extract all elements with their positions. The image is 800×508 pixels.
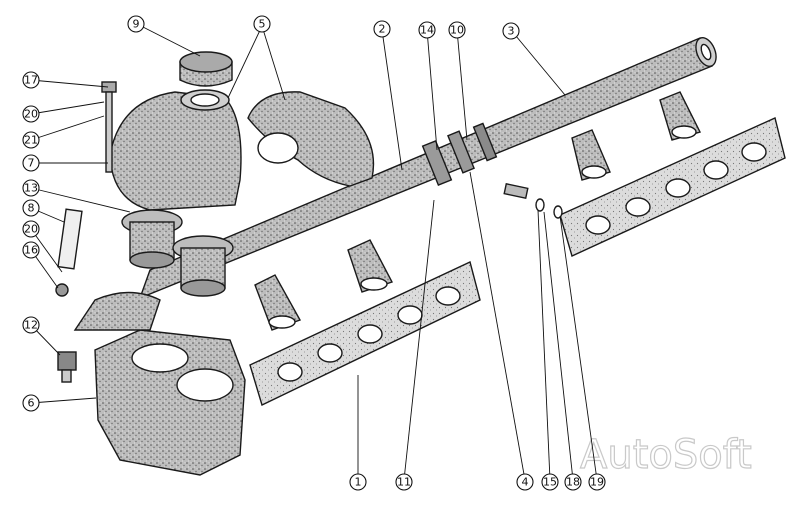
callout-1-label: 1 (355, 476, 362, 489)
callout-9-label: 9 (133, 18, 140, 31)
leader-19 (559, 215, 598, 481)
callout-21: 21 (22, 131, 40, 149)
callout-10-label: 10 (450, 24, 464, 37)
callout-15: 15 (541, 473, 559, 491)
leader-17 (30, 79, 109, 88)
leader-14 (426, 29, 438, 151)
gasket-lower (249, 261, 481, 406)
leader-5a (227, 25, 263, 99)
callout-15-label: 15 (543, 476, 557, 489)
pipe-branch-middle (347, 239, 394, 293)
leader-10 (456, 29, 468, 141)
leader-11 (403, 199, 435, 481)
thermostat-housing (73, 291, 246, 476)
callout-20b-label: 20 (24, 223, 38, 236)
leader-15 (537, 209, 551, 481)
leader-lines (30, 25, 598, 481)
callout-20a-label: 20 (24, 108, 38, 121)
leader-13 (30, 187, 131, 213)
callout-21-label: 21 (24, 134, 38, 147)
callout-11-label: 11 (397, 476, 411, 489)
washer-19 (553, 205, 563, 219)
callout-17: 17 (22, 71, 40, 89)
callout-11: 11 (395, 473, 413, 491)
callout-12: 12 (22, 316, 40, 334)
callout-13: 13 (22, 179, 40, 197)
filler-cap (179, 51, 233, 87)
gasket-upper (559, 117, 786, 257)
leader-18 (543, 211, 574, 481)
leader-2 (381, 29, 403, 171)
callout-14-label: 14 (420, 24, 434, 37)
leader-4 (469, 171, 526, 481)
callout-18-label: 18 (566, 476, 580, 489)
callout-20b: 20 (22, 220, 40, 238)
bolt-4 (503, 182, 529, 200)
coolant-pipe (138, 36, 717, 300)
callout-20a: 20 (22, 105, 40, 123)
callout-7: 7 (22, 154, 40, 172)
callout-4: 4 (516, 473, 534, 491)
callout-19-label: 19 (590, 476, 604, 489)
callout-3-label: 3 (508, 25, 515, 38)
leader-20b (30, 228, 63, 273)
callout-8: 8 (22, 199, 40, 217)
callout-16-label: 16 (24, 244, 38, 257)
callout-17-label: 17 (24, 74, 38, 87)
callout-6-label: 6 (28, 397, 35, 410)
thermostat-lower (172, 235, 234, 297)
callout-3: 3 (502, 22, 520, 40)
callout-10: 10 (448, 21, 466, 39)
pipe-branch-right-2 (659, 91, 702, 141)
callout-5-label: 5 (259, 18, 266, 31)
callout-12-label: 12 (24, 319, 38, 332)
leader-21 (30, 115, 105, 141)
callout-5: 5 (253, 15, 271, 33)
elbow-pipe (247, 91, 375, 187)
drain-plug-12 (57, 351, 77, 383)
bypass-hose (57, 208, 83, 270)
leader-20a (30, 101, 105, 115)
callout-1: 1 (349, 473, 367, 491)
callout-19: 19 (588, 473, 606, 491)
callout-6: 6 (22, 394, 40, 412)
pipe-branch-right-1 (571, 129, 611, 181)
watermark-text: AutoSoft (580, 432, 752, 478)
callout-2: 2 (373, 20, 391, 38)
leader-3 (510, 29, 566, 96)
thermostat-upper (121, 209, 183, 269)
leader-6 (30, 397, 97, 404)
callout-18: 18 (564, 473, 582, 491)
callout-2-label: 2 (379, 23, 386, 36)
bolt-17 (101, 81, 117, 173)
callout-8-label: 8 (28, 202, 35, 215)
callout-14: 14 (418, 21, 436, 39)
pipe-branch-left (254, 274, 302, 331)
callout-16: 16 (22, 241, 40, 259)
thermostat-cover (109, 89, 242, 211)
washer-15 (535, 198, 545, 212)
callout-4-label: 4 (522, 476, 529, 489)
leader-5b (261, 25, 286, 101)
callout-7-label: 7 (28, 157, 35, 170)
plug-16 (55, 283, 69, 297)
callout-13-label: 13 (24, 182, 38, 195)
leader-9 (140, 25, 201, 57)
callout-9: 9 (127, 15, 145, 33)
